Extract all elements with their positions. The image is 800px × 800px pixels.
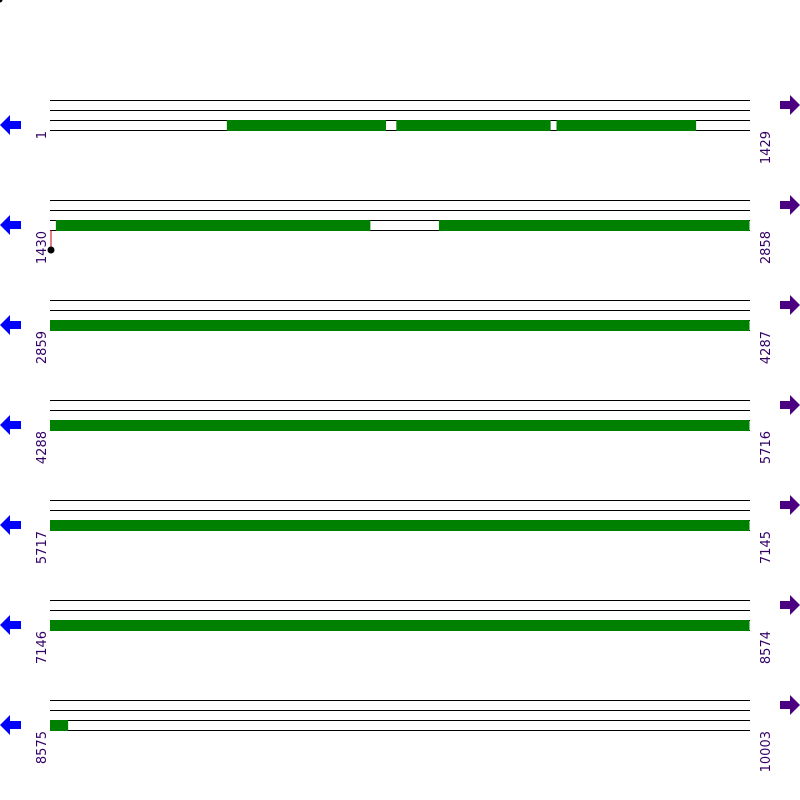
arrow-left-icon[interactable] [0, 215, 21, 235]
feature-bar[interactable] [50, 420, 750, 431]
arrow-right-icon[interactable] [780, 695, 800, 715]
row-start-label: 2859 [35, 331, 50, 364]
feature-bar[interactable] [50, 620, 750, 631]
row-end-label: 10003 [759, 731, 774, 772]
arrow-left-icon[interactable] [0, 315, 21, 335]
sequence-row: 5717 7145 [0, 495, 800, 564]
row-start-label: 1430 [35, 231, 50, 264]
feature-bar[interactable] [556, 120, 697, 131]
feature-bar[interactable] [50, 320, 750, 331]
feature-bar[interactable] [226, 120, 387, 131]
sequence-row: 2859 4287 [0, 295, 800, 364]
row-end-label: 7145 [759, 531, 774, 564]
arrow-right-icon[interactable] [780, 95, 800, 115]
arrow-right-icon[interactable] [780, 395, 800, 415]
feature-bar[interactable] [396, 120, 551, 131]
arrow-left-icon[interactable] [0, 515, 21, 535]
feature-bar[interactable] [50, 520, 750, 531]
arrow-left-icon[interactable] [0, 615, 21, 635]
corner-dot [0, 0, 3, 3]
feature-bar[interactable] [50, 720, 69, 731]
arrow-left-icon[interactable] [0, 415, 21, 435]
row-start-label: 1 [35, 131, 50, 139]
row-start-label: 8575 [35, 731, 50, 764]
arrow-right-icon[interactable] [780, 295, 800, 315]
feature-bar[interactable] [438, 220, 750, 231]
sequence-row: 1 1429 [0, 95, 800, 164]
row-start-label: 4288 [35, 431, 50, 464]
row-end-label: 8574 [759, 631, 774, 664]
arrow-right-icon[interactable] [780, 595, 800, 615]
arrow-left-icon[interactable] [0, 115, 21, 135]
sequence-row: 7146 8574 [0, 595, 800, 664]
sequence-row: 8575 10003 [0, 695, 800, 772]
arrow-left-icon[interactable] [0, 715, 21, 735]
arrow-right-icon[interactable] [780, 495, 800, 515]
site-marker-icon[interactable] [47, 246, 55, 254]
feature-bar[interactable] [55, 220, 371, 231]
sequence-row: 4288 5716 [0, 395, 800, 464]
row-end-label: 1429 [759, 131, 774, 164]
row-start-label: 5717 [35, 531, 50, 564]
row-start-label: 7146 [35, 631, 50, 664]
arrow-right-icon[interactable] [780, 195, 800, 215]
sequence-row: 1430 2858 [0, 195, 800, 264]
row-end-label: 5716 [759, 431, 774, 464]
row-end-label: 2858 [759, 231, 774, 264]
row-end-label: 4287 [759, 331, 774, 364]
